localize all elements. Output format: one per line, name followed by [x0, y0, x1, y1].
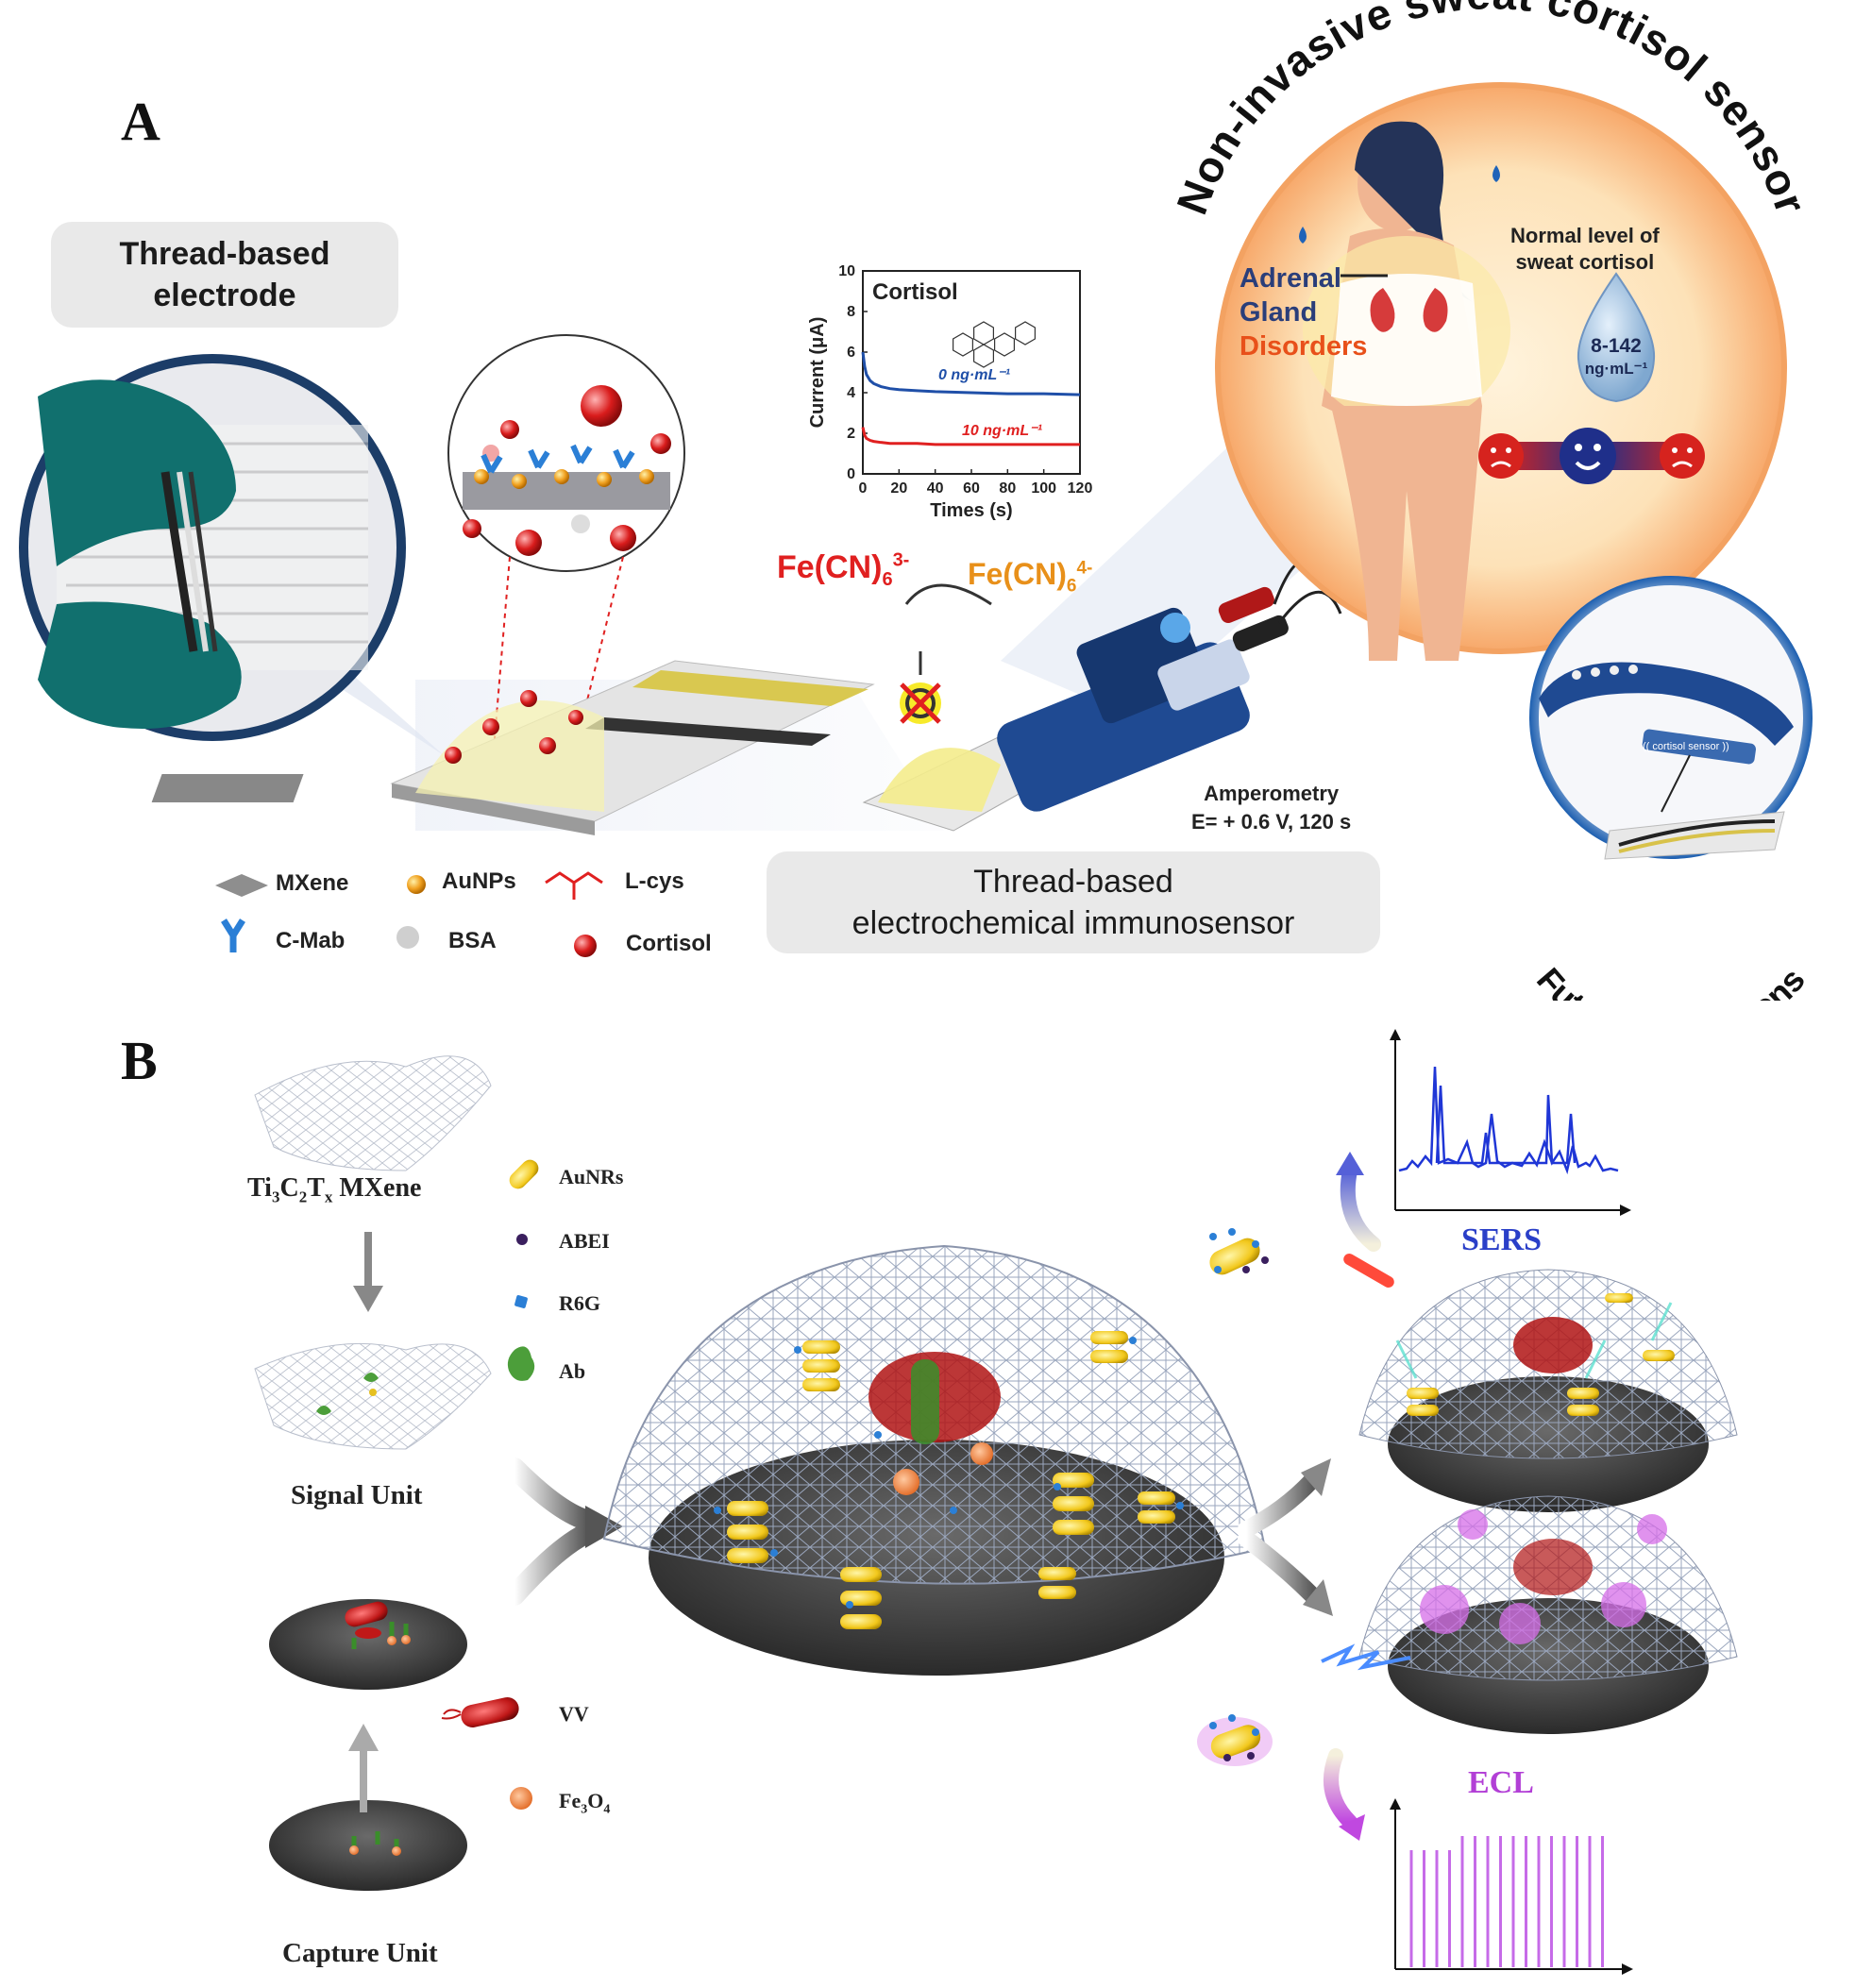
- x-tick-label: 80: [999, 480, 1016, 497]
- legend-aunrs: AuNRs: [559, 1165, 624, 1188]
- legend-icons-a: [215, 871, 603, 957]
- amperometry-label: Amperometry E= + 0.6 V, 120 s: [1191, 782, 1352, 834]
- electrode-strip-left: [151, 660, 875, 835]
- surface-zoom-circle: [447, 334, 685, 572]
- future-applications-circle: [1529, 576, 1813, 860]
- legend-ab: Ab: [559, 1359, 586, 1383]
- sers-probe: [1209, 1228, 1269, 1275]
- chart-frame: [862, 270, 1081, 475]
- chart-title: Cortisol: [872, 279, 958, 305]
- sers-spectrum: [1390, 1029, 1631, 1216]
- panel-a-illustration: Non-invasive sweat cortisol sensor Futur…: [19, 0, 1815, 1001]
- panel-b-letter: B: [121, 1030, 158, 1091]
- series-label-1: 10 ng·mL⁻¹: [962, 423, 1043, 439]
- normal-level-label: Normal level of sweat cortisol: [1510, 224, 1660, 274]
- y-tick-label: 0: [847, 466, 855, 482]
- legend-bsa: BSA: [448, 928, 497, 953]
- bsa-icon: [396, 926, 419, 949]
- legend-icons-b: [441, 1159, 539, 1810]
- y-tick-label: 2: [847, 426, 855, 442]
- sers-label: SERS: [1461, 1222, 1543, 1257]
- ecl-label: ECL: [1468, 1765, 1534, 1800]
- aunp-icon: [407, 875, 426, 894]
- wristband-label: (( cortisol sensor )): [1643, 741, 1729, 752]
- antibody-icon: [221, 918, 245, 952]
- central-hemisphere: [602, 1244, 1267, 1676]
- fe3o4-icon: [510, 1787, 532, 1810]
- x-tick-label: 60: [963, 480, 980, 497]
- legend-vv: VV: [559, 1702, 589, 1726]
- legend-abei: ABEI: [559, 1229, 610, 1253]
- x-tick-label: 100: [1031, 480, 1056, 497]
- panel-a-letter: A: [121, 91, 160, 152]
- panel-b-illustration: [254, 1029, 1738, 1975]
- r6g-icon: [514, 1295, 528, 1308]
- x-tick-label: 40: [927, 480, 944, 497]
- redox-ferrocyanide: Fe(CN)64-: [968, 557, 1093, 597]
- ecl-hemisphere: [1321, 1495, 1738, 1734]
- x-tick-label: 120: [1068, 480, 1093, 497]
- mxene-label: Ti3C2Tx MXene: [247, 1173, 422, 1206]
- y-axis-label: Current (μA): [807, 317, 828, 429]
- cortisol-icon: [574, 935, 597, 957]
- series-line-1: [861, 427, 1080, 446]
- sweat-cortisol-circle: [1215, 82, 1787, 661]
- y-tick-label: 10: [838, 263, 855, 279]
- legend-lcys: L-cys: [625, 868, 684, 894]
- aunr-icon: [509, 1159, 539, 1189]
- legend-cortisol: Cortisol: [626, 931, 712, 956]
- y-tick-label: 8: [847, 304, 855, 320]
- legend-fe3o4: Fe3O4: [559, 1789, 611, 1817]
- adrenal-label: Adrenal Gland Disorders: [1239, 263, 1368, 362]
- immunosensor-label: Thread-based electrochemical immunosenso…: [767, 851, 1380, 953]
- mxene-icon: [215, 874, 268, 897]
- series-label-0: 0 ng·mL⁻¹: [938, 367, 1011, 383]
- ecl-spectrum: [1390, 1798, 1633, 1975]
- ab-icon: [507, 1346, 535, 1381]
- future-applications-label: Future applications: [1529, 960, 1813, 1001]
- y-tick-label: 6: [847, 345, 855, 361]
- cortisol-structure-icon: [953, 321, 1036, 368]
- lcys-icon: [545, 871, 603, 900]
- x-axis-label: Times (s): [930, 500, 1012, 521]
- ecl-probe: [1197, 1714, 1273, 1766]
- thread-electrode-label: Thread-based electrode: [51, 222, 398, 328]
- y-tick-label: 4: [847, 385, 855, 401]
- bacteria-icon: [461, 1697, 519, 1727]
- sers-hemisphere: [1343, 1254, 1738, 1512]
- x-tick-label: 0: [859, 480, 868, 497]
- legend-r6g: R6G: [559, 1291, 600, 1315]
- abei-icon: [516, 1234, 528, 1245]
- capture-unit-label: Capture Unit: [282, 1938, 438, 1968]
- legend-cmab: C-Mab: [276, 928, 346, 953]
- potentiostat-device: [862, 559, 1342, 832]
- electrode-photo-circle: [19, 354, 406, 741]
- signal-unit-label: Signal Unit: [291, 1480, 423, 1510]
- legend-mxene: MXene: [276, 870, 349, 896]
- legend-aunps: AuNPs: [442, 868, 516, 894]
- x-tick-label: 20: [890, 480, 907, 497]
- series-line-0: [861, 351, 1081, 396]
- redox-ferricyanide: Fe(CN)63-: [777, 549, 910, 590]
- svg-text:Future applications: Future applications: [1529, 960, 1813, 1001]
- sweat-drop-range: 8-142 ng·mL⁻¹: [1584, 335, 1648, 378]
